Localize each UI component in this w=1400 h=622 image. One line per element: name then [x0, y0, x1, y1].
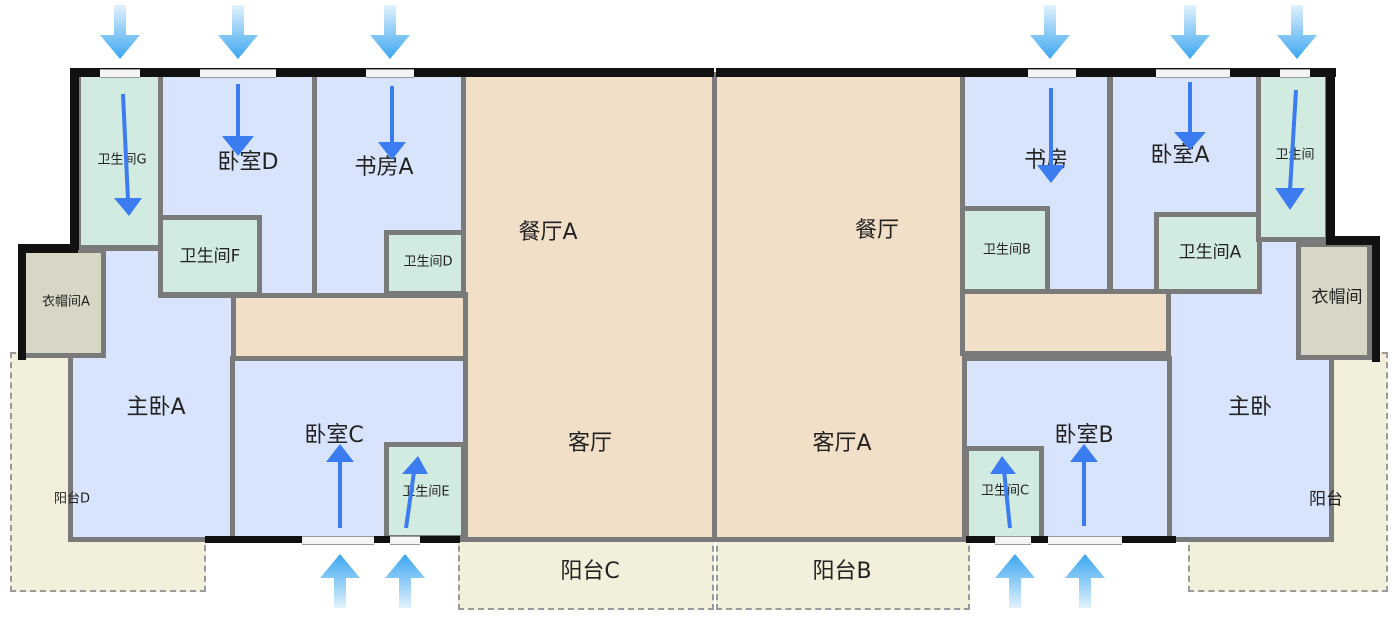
balcony-c: [458, 536, 714, 610]
arrow-up-icon: [995, 554, 1035, 608]
window: [1280, 69, 1310, 78]
window: [995, 536, 1031, 545]
balcony-b: [716, 536, 970, 610]
room-label: 阳台D: [53, 491, 91, 507]
room-label: 主卧A: [126, 395, 186, 420]
corridor-right: [960, 288, 1174, 356]
room-label: 衣帽间A: [42, 294, 90, 310]
exterior-wall-left-lower: [18, 244, 26, 360]
room-label: 客厅A: [812, 431, 872, 456]
room-label: 书房A: [354, 155, 414, 180]
exterior-wall-right-upper: [1326, 68, 1335, 244]
room-label: 客厅: [567, 431, 613, 456]
exterior-wall-step-right: [1326, 236, 1380, 245]
bathroom-e: [384, 442, 466, 540]
room-label: 阳台C: [560, 559, 620, 584]
room-label: 阳台B: [812, 559, 872, 584]
arrow-down-icon: [1170, 5, 1210, 59]
room-label: 卧室D: [217, 150, 279, 175]
room-label: 卧室B: [1054, 423, 1114, 448]
window: [390, 536, 420, 545]
room-label: 卫生间G: [97, 152, 147, 168]
room-label: 衣帽间: [1311, 287, 1363, 308]
corridor-left: [228, 292, 468, 362]
exterior-wall-step-left: [18, 244, 78, 253]
room-label: 卫生间F: [179, 246, 241, 267]
arrow-up-icon: [1065, 554, 1105, 608]
window: [200, 69, 276, 78]
arrow-up-icon: [320, 554, 360, 608]
room-label: 卧室C: [304, 423, 364, 448]
room-label: 卫生间A: [1178, 242, 1242, 263]
arrow-up-icon: [385, 554, 425, 608]
bathroom-a: [1154, 212, 1262, 294]
room-label: 卫生间B: [983, 242, 1031, 258]
room-label: 卫生间: [1275, 147, 1315, 163]
window: [100, 69, 140, 78]
exterior-wall-top-right: [716, 68, 1336, 77]
dining-living-room-right: [712, 72, 970, 542]
arrow-down-icon: [1030, 5, 1070, 59]
window: [302, 536, 374, 545]
arrow-down-icon: [100, 5, 140, 59]
window: [1028, 69, 1076, 78]
closet: [1296, 242, 1372, 360]
room-label: 卧室A: [1150, 143, 1210, 168]
exterior-wall-left-upper: [70, 68, 79, 250]
room-label: 主卧: [1227, 395, 1273, 420]
room-label: 卫生间E: [402, 484, 450, 500]
bathroom-d: [384, 230, 466, 296]
room-label: 餐厅: [854, 218, 900, 243]
exterior-wall-right-lower: [1372, 236, 1380, 362]
arrow-down-icon: [218, 5, 258, 59]
room-label: 阳台: [1309, 489, 1343, 510]
window: [1156, 69, 1230, 78]
bathroom-b: [960, 206, 1050, 294]
arrow-down-icon: [1277, 5, 1317, 59]
window: [366, 69, 414, 78]
room-label: 卫生间C: [980, 483, 1030, 499]
room-label: 书房: [1023, 148, 1069, 173]
dining-living-room-left: [460, 72, 718, 542]
room-label: 餐厅A: [518, 220, 578, 245]
bathroom-f: [158, 215, 262, 297]
window: [1048, 536, 1122, 545]
room-label: 卫生间D: [403, 254, 453, 270]
arrow-down-icon: [370, 5, 410, 59]
